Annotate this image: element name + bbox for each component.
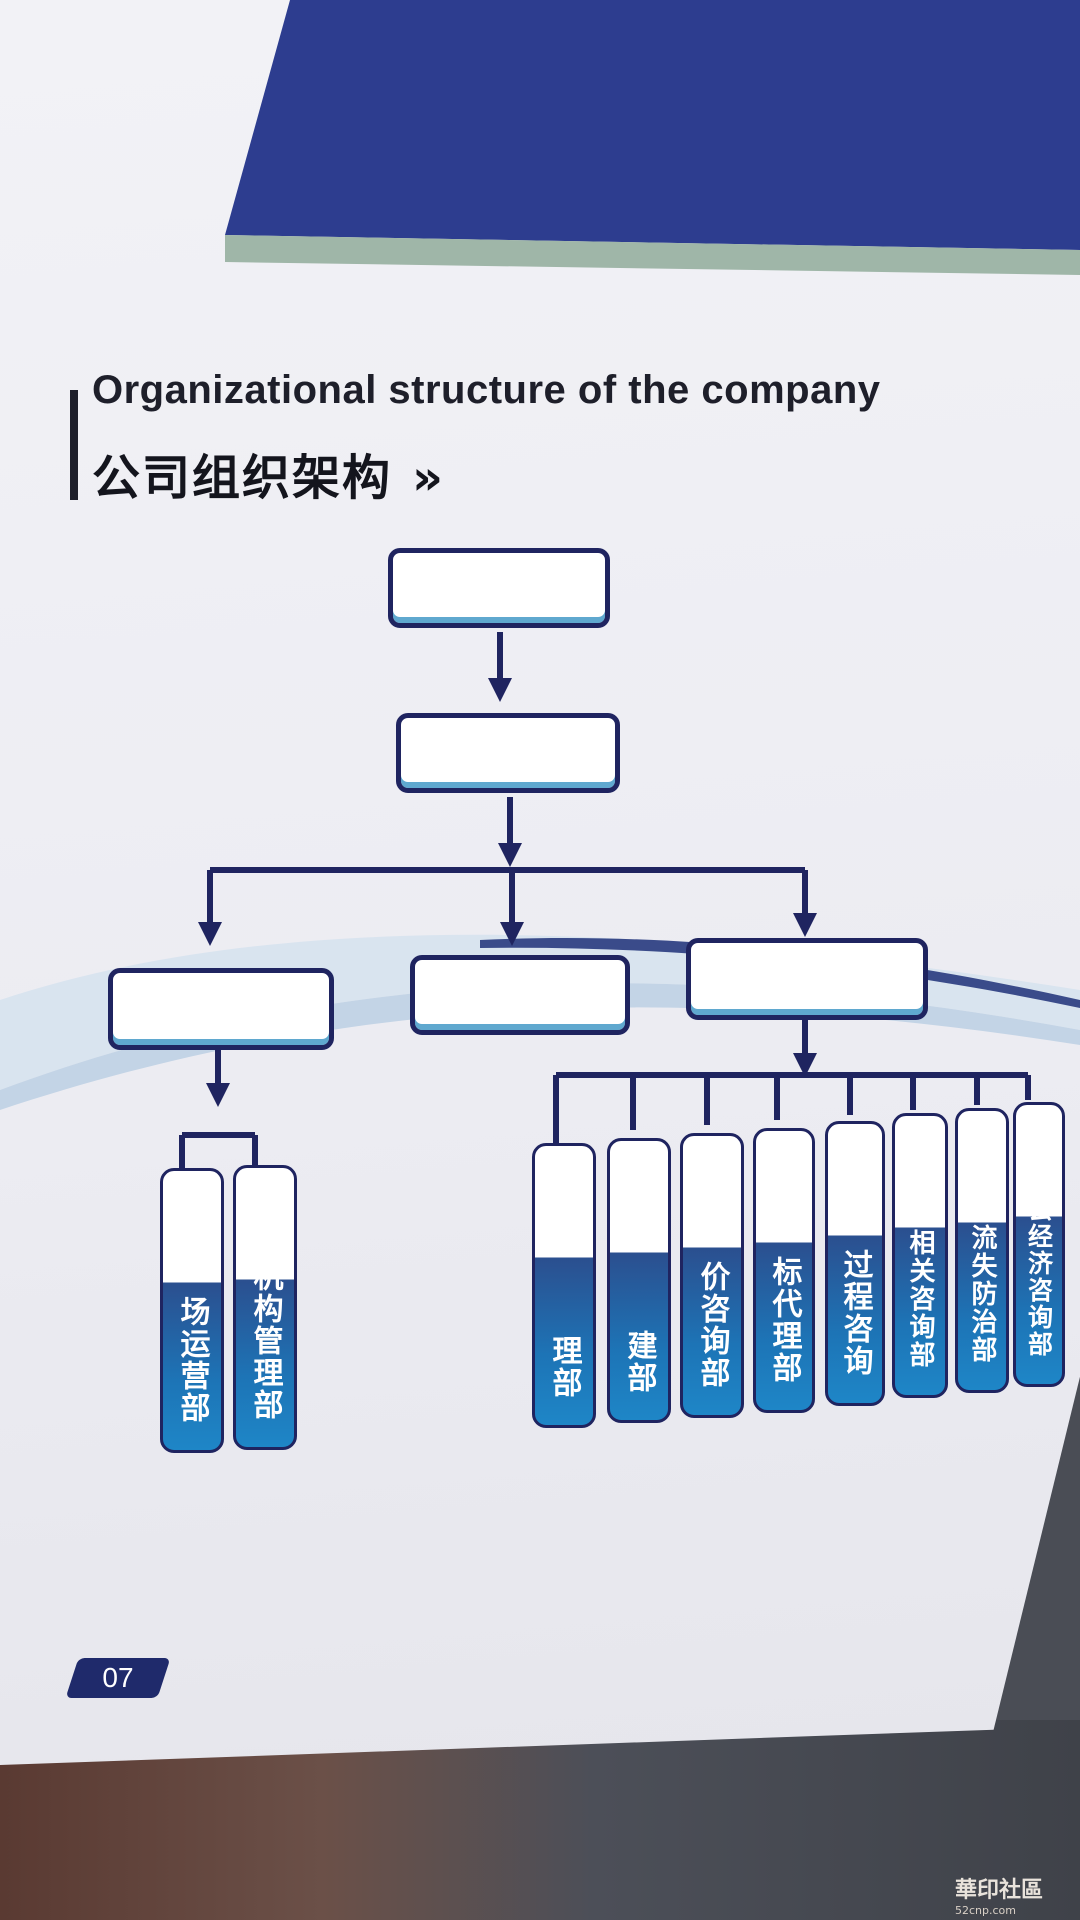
brochure-page: Organizational structure of the company … (0, 0, 1080, 1765)
dept-label: 过程咨询 (837, 1249, 873, 1377)
dept-card: 利相关咨询部 (892, 1113, 948, 1398)
dept-card: 建部 (607, 1138, 671, 1423)
dept-label: 理部 (546, 1335, 582, 1399)
dept-card: 文机构管理部 (233, 1165, 297, 1450)
dept-label: 标代理部 (766, 1256, 802, 1384)
title-chinese-text: 公司组织架构 (92, 450, 393, 506)
dept-label: 场运营部 (174, 1296, 210, 1424)
org-box-left (108, 968, 334, 1050)
dept-label: 建部 (621, 1330, 657, 1394)
title-english: Organizational structure of the company (92, 368, 881, 412)
watermark-text: 華印社區 (955, 1878, 1044, 1903)
org-box-top (388, 548, 610, 628)
org-box-center (410, 955, 630, 1035)
dept-card: 价咨询部 (680, 1133, 744, 1418)
dept-label: 价咨询部 (694, 1261, 730, 1389)
watermark-url: 52cnp.com (955, 1904, 1016, 1917)
dept-label: 利相关咨询部 (905, 1201, 935, 1369)
dept-card: 会经济咨询部 (1013, 1102, 1065, 1387)
title-chinese: 公司组织架构 » (92, 438, 443, 508)
title-accent-bar (70, 390, 78, 500)
dept-card: 土流失防治部 (955, 1108, 1009, 1393)
dept-label: 会经济咨询部 (1024, 1196, 1054, 1358)
dept-label: 文机构管理部 (247, 1229, 283, 1421)
dept-card: 场运营部 (160, 1168, 224, 1453)
watermark: 華印社區 52cnp.com (955, 1872, 1043, 1917)
double-chevron-icon: » (412, 450, 443, 506)
page-number: 07 (102, 1662, 134, 1693)
dept-label: 土流失防治部 (967, 1196, 997, 1364)
page-number-badge: 07 (65, 1658, 171, 1698)
arrowheads (198, 678, 817, 1107)
page-decoration (0, 0, 1080, 1170)
dept-card: 标代理部 (753, 1128, 815, 1413)
dept-card: 过程咨询 (825, 1121, 885, 1406)
org-box-right (686, 938, 928, 1020)
dept-card: 理部 (532, 1143, 596, 1428)
header-band (225, 0, 1080, 250)
connectors (179, 632, 1031, 1170)
org-box-second (396, 713, 620, 793)
header-stripe (225, 235, 1080, 275)
